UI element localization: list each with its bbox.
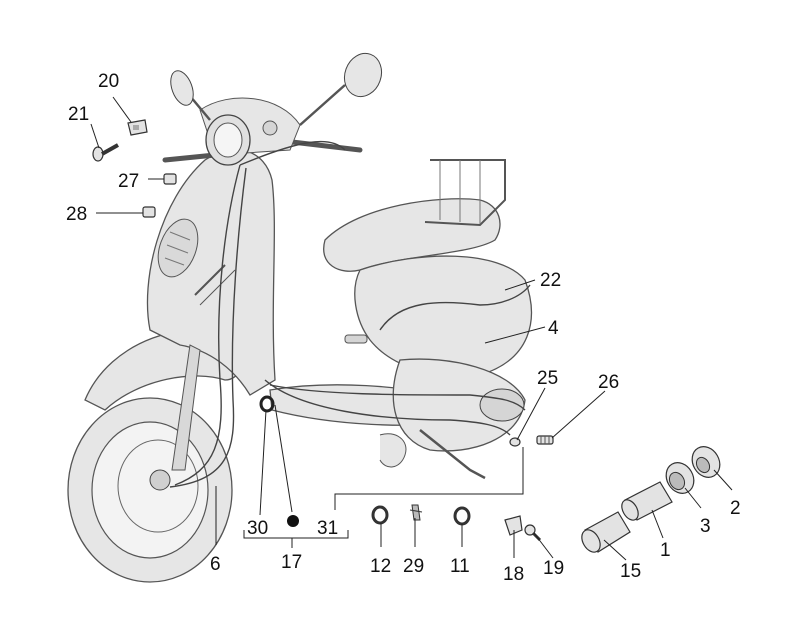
part-25-cable-end	[509, 437, 521, 447]
callout-29: 29	[403, 556, 424, 577]
part-17-dot	[287, 515, 299, 527]
callout-31: 31	[317, 518, 338, 539]
part-29-clip	[409, 504, 423, 521]
callout-1: 1	[660, 540, 671, 561]
rear-body	[354, 255, 532, 377]
callout-2: 2	[730, 498, 741, 519]
handlebar-assembly	[162, 52, 383, 166]
callout-6: 6	[210, 554, 221, 575]
callout-4: 4	[548, 318, 559, 339]
part-15-sleeve	[581, 511, 631, 553]
callout-11: 11	[450, 556, 470, 577]
part-3-cap	[665, 462, 695, 494]
part-28-clip	[142, 206, 156, 218]
callouts: 20 21 27 28 22 4 25 26 2 3 1 15 19 18 11…	[66, 71, 741, 585]
callout-25: 25	[537, 368, 558, 389]
callout-12: 12	[370, 556, 391, 577]
callout-27: 27	[118, 171, 139, 192]
loose-parts	[92, 119, 721, 553]
callout-3: 3	[700, 516, 711, 537]
part-2-cap	[691, 446, 721, 478]
part-1-sleeve	[621, 481, 673, 521]
part-18-bracket	[504, 515, 523, 536]
callout-30: 30	[247, 518, 268, 539]
callout-28: 28	[66, 204, 87, 225]
part-12-clamp	[371, 505, 389, 525]
callout-15: 15	[620, 561, 641, 582]
engine-area	[392, 358, 526, 452]
part-21-screw	[92, 143, 119, 162]
callout-19: 19	[543, 558, 564, 579]
cables	[169, 140, 531, 488]
front-wheel	[67, 397, 233, 583]
part-27-clip	[163, 173, 177, 185]
part-20-clip-nut	[127, 119, 148, 136]
part-26-adjuster	[536, 435, 554, 445]
callout-22: 22	[540, 270, 561, 291]
leader-lines	[90, 96, 733, 561]
callout-17: 17	[281, 552, 302, 573]
scooter-illustration	[67, 149, 532, 583]
seat	[323, 198, 501, 272]
callout-20: 20	[98, 71, 119, 92]
part-30-grommet	[259, 395, 275, 413]
leg-shield	[146, 149, 276, 396]
callout-26: 26	[598, 372, 619, 393]
callout-21: 21	[68, 104, 89, 125]
callout-18: 18	[503, 564, 524, 585]
part-11-clamp	[453, 506, 471, 526]
